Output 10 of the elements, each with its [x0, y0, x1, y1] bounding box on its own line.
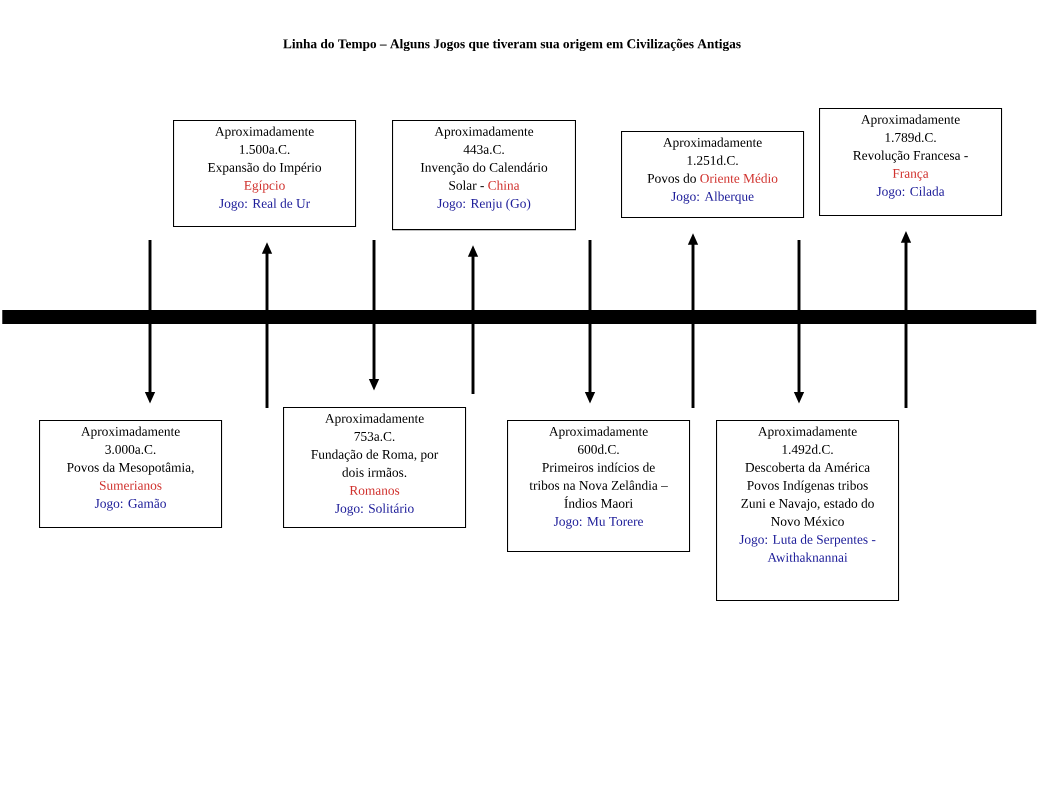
event-box: Aproximadamente 1.492d.C. Descoberta da América Povos Indígenas tribos Zuni e Navajo, estado do Novo México Jogo: Luta de Serpentes - Awithaknannai: [716, 420, 900, 602]
event-box: Aproximadamente 1.251d.C. Povos do Oriente Médio Jogo: Alberque: [621, 131, 805, 219]
event-box: Aproximadamente 3.000a.C. Povos da Mesopotâmia, Sumerianos Jogo: Gamão: [39, 420, 223, 528]
event-box: Aproximadamente 443a.C. Invenção do Calendário Solar - China Jogo: Renju (Go): [392, 120, 576, 231]
event-box: Aproximadamente 1.500a.C. Expansão do Império Egípcio Jogo: Real de Ur: [173, 120, 357, 228]
event-box: Aproximadamente 600d.C. Primeiros indícios de tribos na Nova Zelândia – Índios Maori Jogo: Mu Torere: [507, 420, 691, 552]
title: Linha do Tempo – Alguns Jogos que tiveram sua origem em Civilizações Antigas: [283, 38, 741, 52]
event-box: Aproximadamente 1.789d.C. Revolução Francesa - França Jogo: Cilada: [819, 108, 1003, 216]
event-box: Aproximadamente 753a.C. Fundação de Roma, por dois irmãos. Romanos Jogo: Solitário: [283, 407, 467, 529]
timeline-bar: [2, 310, 1037, 324]
